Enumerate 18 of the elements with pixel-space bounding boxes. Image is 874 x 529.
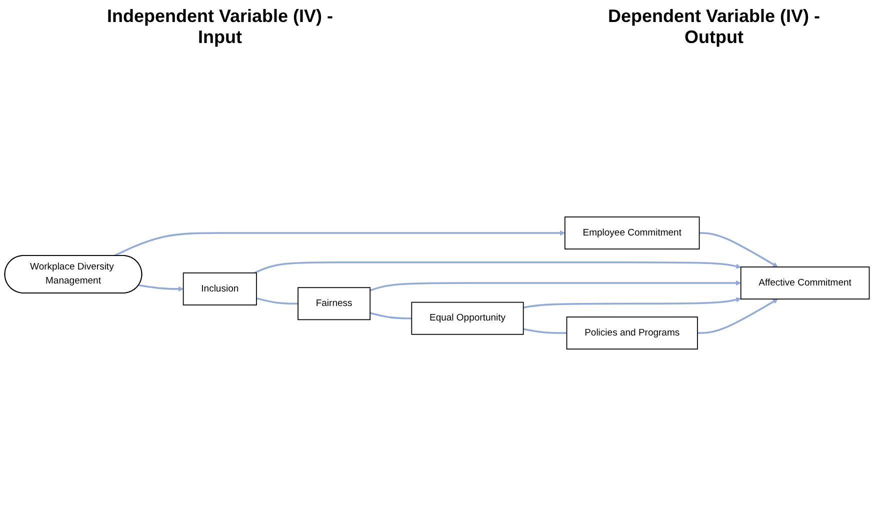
arrow bbox=[254, 261, 742, 274]
connector bbox=[256, 297, 298, 305]
node-box: Employee Commitment bbox=[564, 216, 700, 250]
arrow bbox=[114, 230, 566, 257]
node-box: Fairness bbox=[298, 287, 371, 320]
node-box: Equal Opportunity bbox=[411, 302, 524, 335]
arrow bbox=[699, 232, 778, 268]
arrow bbox=[523, 297, 742, 308]
arrow bbox=[370, 280, 742, 292]
node-box: Affective Commitment bbox=[740, 266, 870, 300]
node-box: Inclusion bbox=[182, 272, 257, 306]
node-box: Policies and Programs bbox=[566, 316, 698, 350]
column-heading: Dependent Variable (IV) -Output bbox=[606, 6, 822, 48]
arrow bbox=[138, 284, 184, 292]
column-heading: Independent Variable (IV) -Input bbox=[106, 6, 334, 48]
arrow bbox=[697, 298, 778, 334]
connector bbox=[523, 328, 567, 334]
connector bbox=[370, 312, 412, 320]
